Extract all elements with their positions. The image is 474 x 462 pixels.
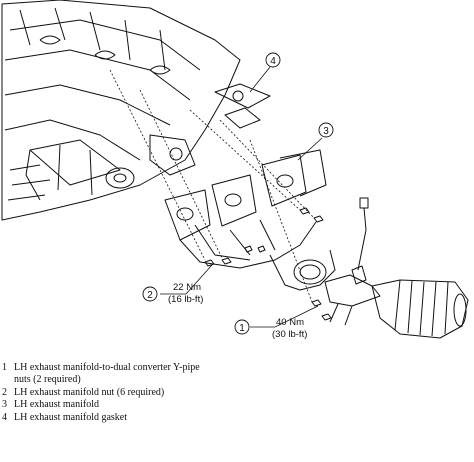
legend-item-number: 2	[2, 386, 7, 398]
engine-block	[1, 0, 241, 221]
callout-leaders	[160, 66, 323, 328]
exhaust-manifold	[164, 149, 336, 291]
legend-item: 2 LH exhaust manifold nut (6 required)	[2, 387, 202, 399]
callout-1-torque-lbft: (30 lb-ft)	[272, 329, 307, 340]
legend-item-text: LH exhaust manifold gasket	[14, 411, 128, 423]
callout-2-number: 2	[147, 290, 153, 301]
callout-2-torque-lbft: (16 lb-ft)	[168, 294, 203, 305]
exhaust-manifold-gasket	[214, 83, 271, 129]
oxygen-sensor	[351, 197, 369, 285]
legend-item-number: 4	[2, 411, 7, 423]
callout-2: 2 22 Nm (16 lb-ft)	[142, 282, 203, 305]
legend-item: 4 LH exhaust manifold gasket	[2, 412, 202, 424]
manifold-nuts	[204, 207, 332, 321]
callout-1: 1 40 Nm (30 lb-ft)	[234, 317, 307, 340]
callout-3: 3	[318, 122, 334, 138]
legend-item: 3 LH exhaust manifold	[2, 399, 202, 411]
legend-item-number: 3	[2, 399, 7, 411]
callout-3-number: 3	[323, 126, 329, 137]
parts-legend: 1 LH exhaust manifold-to-dual converter …	[2, 362, 202, 424]
legend-item-text: LH exhaust manifold	[14, 399, 99, 411]
exhaust-manifold-diagram: 1 40 Nm (30 lb-ft) 2 22 Nm (16 lb-ft) 3 …	[1, 0, 469, 340]
legend-item-text: LH exhaust manifold-to-dual converter Y-…	[14, 362, 200, 386]
callout-2-torque-nm: 22 Nm	[173, 282, 201, 293]
legend-item-text: LH exhaust manifold nut (6 required)	[14, 386, 165, 398]
y-pipe-converter	[324, 274, 469, 339]
legend-item: 1 LH exhaust manifold-to-dual converter …	[2, 362, 202, 387]
callout-4: 4	[265, 52, 281, 68]
legend-item-number: 1	[2, 362, 7, 373]
stud-guide-lines	[109, 69, 315, 303]
callout-1-number: 1	[239, 323, 245, 334]
callout-1-torque-nm: 40 Nm	[276, 317, 304, 328]
callout-4-number: 4	[270, 56, 276, 67]
